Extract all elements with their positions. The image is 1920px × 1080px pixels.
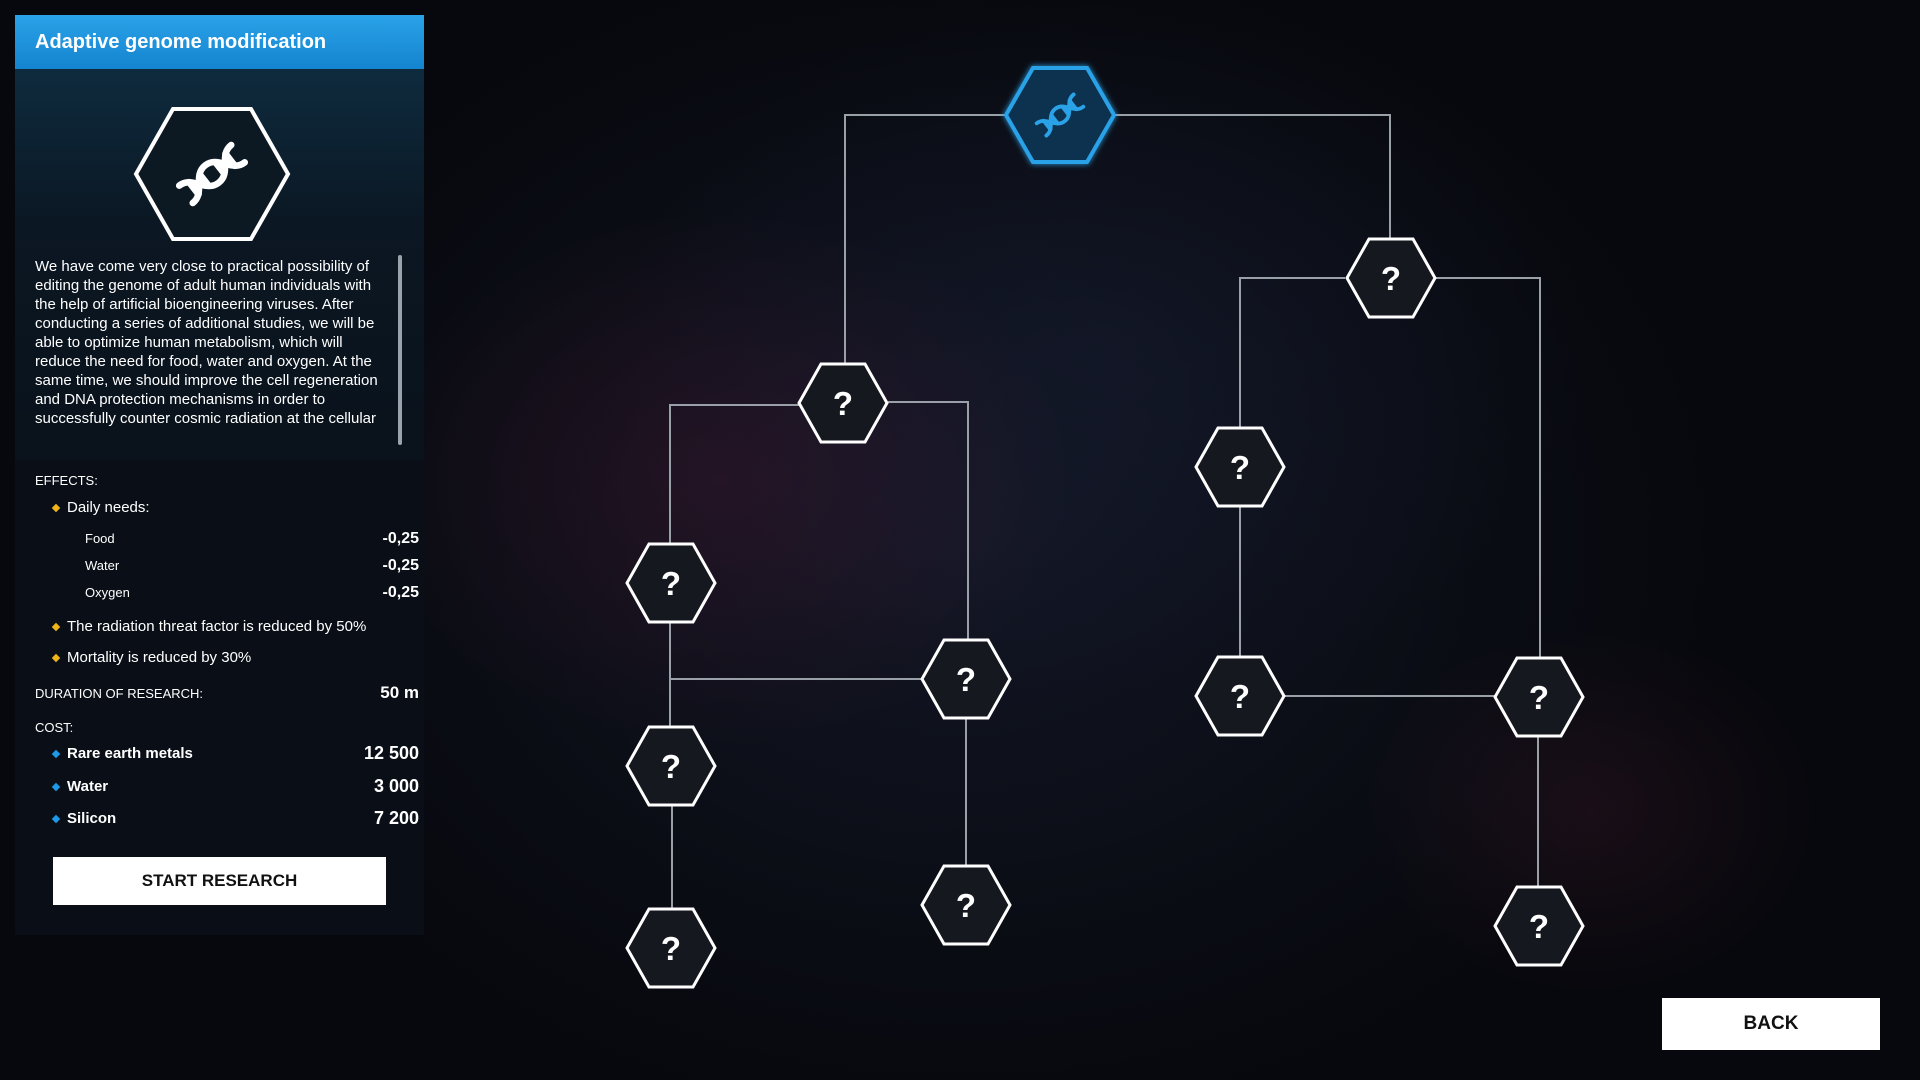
tree-node-unknown[interactable]: ? xyxy=(797,362,889,444)
need-value: -0,25 xyxy=(382,557,419,574)
bullet-icon xyxy=(51,622,61,631)
svg-text:?: ? xyxy=(1529,679,1549,716)
need-value: -0,25 xyxy=(382,530,419,547)
need-name: Oxygen xyxy=(85,585,130,600)
description-scrollbar[interactable] xyxy=(398,255,402,445)
tree-node-unknown[interactable]: ? xyxy=(1493,656,1585,738)
svg-text:?: ? xyxy=(661,565,681,602)
svg-text:?: ? xyxy=(661,748,681,785)
tree-node-unknown[interactable]: ? xyxy=(625,542,717,624)
cost-value: 7 200 xyxy=(373,808,419,828)
research-info-panel: Adaptive genome modification We have com… xyxy=(15,15,424,935)
bullet-icon xyxy=(51,749,61,758)
bullet-icon xyxy=(51,782,61,791)
tree-node-unknown[interactable]: ? xyxy=(920,638,1012,720)
effects-label: EFFECTS: xyxy=(35,473,98,488)
svg-text:?: ? xyxy=(1529,908,1549,945)
research-description-area: We have come very close to practical pos… xyxy=(15,69,424,460)
cost-name: Water xyxy=(67,778,109,795)
tree-node-unknown[interactable]: ? xyxy=(1194,655,1286,737)
tree-node-unknown[interactable]: ? xyxy=(1345,237,1437,319)
bullet-icon xyxy=(51,653,61,662)
research-title: Adaptive genome modification xyxy=(15,15,424,69)
effect-radiation: The radiation threat factor is reduced b… xyxy=(51,618,367,635)
cost-value: 12 500 xyxy=(363,743,419,763)
need-row-water: Water -0,25 xyxy=(85,557,419,574)
research-description: We have come very close to practical pos… xyxy=(35,258,378,430)
tree-node-unknown[interactable]: ? xyxy=(625,725,717,807)
svg-text:?: ? xyxy=(956,887,976,924)
duration-value: 50 m xyxy=(380,683,419,702)
cost-label: COST: xyxy=(35,720,74,735)
need-name: Food xyxy=(85,531,115,546)
need-name: Water xyxy=(85,558,120,573)
dna-icon xyxy=(1034,92,1086,138)
cost-row-rare-earth-metals: Rare earth metals 12 500 xyxy=(51,743,419,763)
daily-needs-item: Daily needs: xyxy=(51,499,150,516)
dna-icon xyxy=(133,107,291,241)
cost-name: Rare earth metals xyxy=(67,745,193,762)
cost-row-silicon: Silicon 7 200 xyxy=(51,808,419,828)
cost-name: Silicon xyxy=(67,810,117,827)
tree-node-unknown[interactable]: ? xyxy=(920,864,1012,946)
svg-text:?: ? xyxy=(833,385,853,422)
effect-radiation-text: The radiation threat factor is reduced b… xyxy=(67,618,367,635)
duration-label: DURATION OF RESEARCH: xyxy=(35,686,204,701)
tree-connectors xyxy=(669,114,1541,910)
need-row-food: Food -0,25 xyxy=(85,530,419,547)
effect-mortality: Mortality is reduced by 30% xyxy=(51,649,252,666)
tree-node-unknown[interactable]: ? xyxy=(625,907,717,989)
svg-text:?: ? xyxy=(1230,678,1250,715)
tree-node-unknown[interactable]: ? xyxy=(1194,426,1286,508)
svg-text:?: ? xyxy=(1230,449,1250,486)
need-value: -0,25 xyxy=(382,584,419,601)
tree-node-root[interactable] xyxy=(1003,66,1117,164)
svg-text:?: ? xyxy=(661,930,681,967)
need-row-oxygen: Oxygen -0,25 xyxy=(85,584,419,601)
effect-mortality-text: Mortality is reduced by 30% xyxy=(67,649,252,666)
start-research-button[interactable]: START RESEARCH xyxy=(53,857,386,905)
svg-text:?: ? xyxy=(956,661,976,698)
cost-row-water: Water 3 000 xyxy=(51,776,419,796)
tree-node-unknown[interactable]: ? xyxy=(1493,885,1585,967)
bullet-icon xyxy=(51,503,61,512)
cost-value: 3 000 xyxy=(373,776,419,796)
back-button[interactable]: BACK xyxy=(1662,998,1880,1050)
daily-needs-label: Daily needs: xyxy=(67,499,150,516)
bullet-icon xyxy=(51,814,61,823)
svg-text:?: ? xyxy=(1381,260,1401,297)
